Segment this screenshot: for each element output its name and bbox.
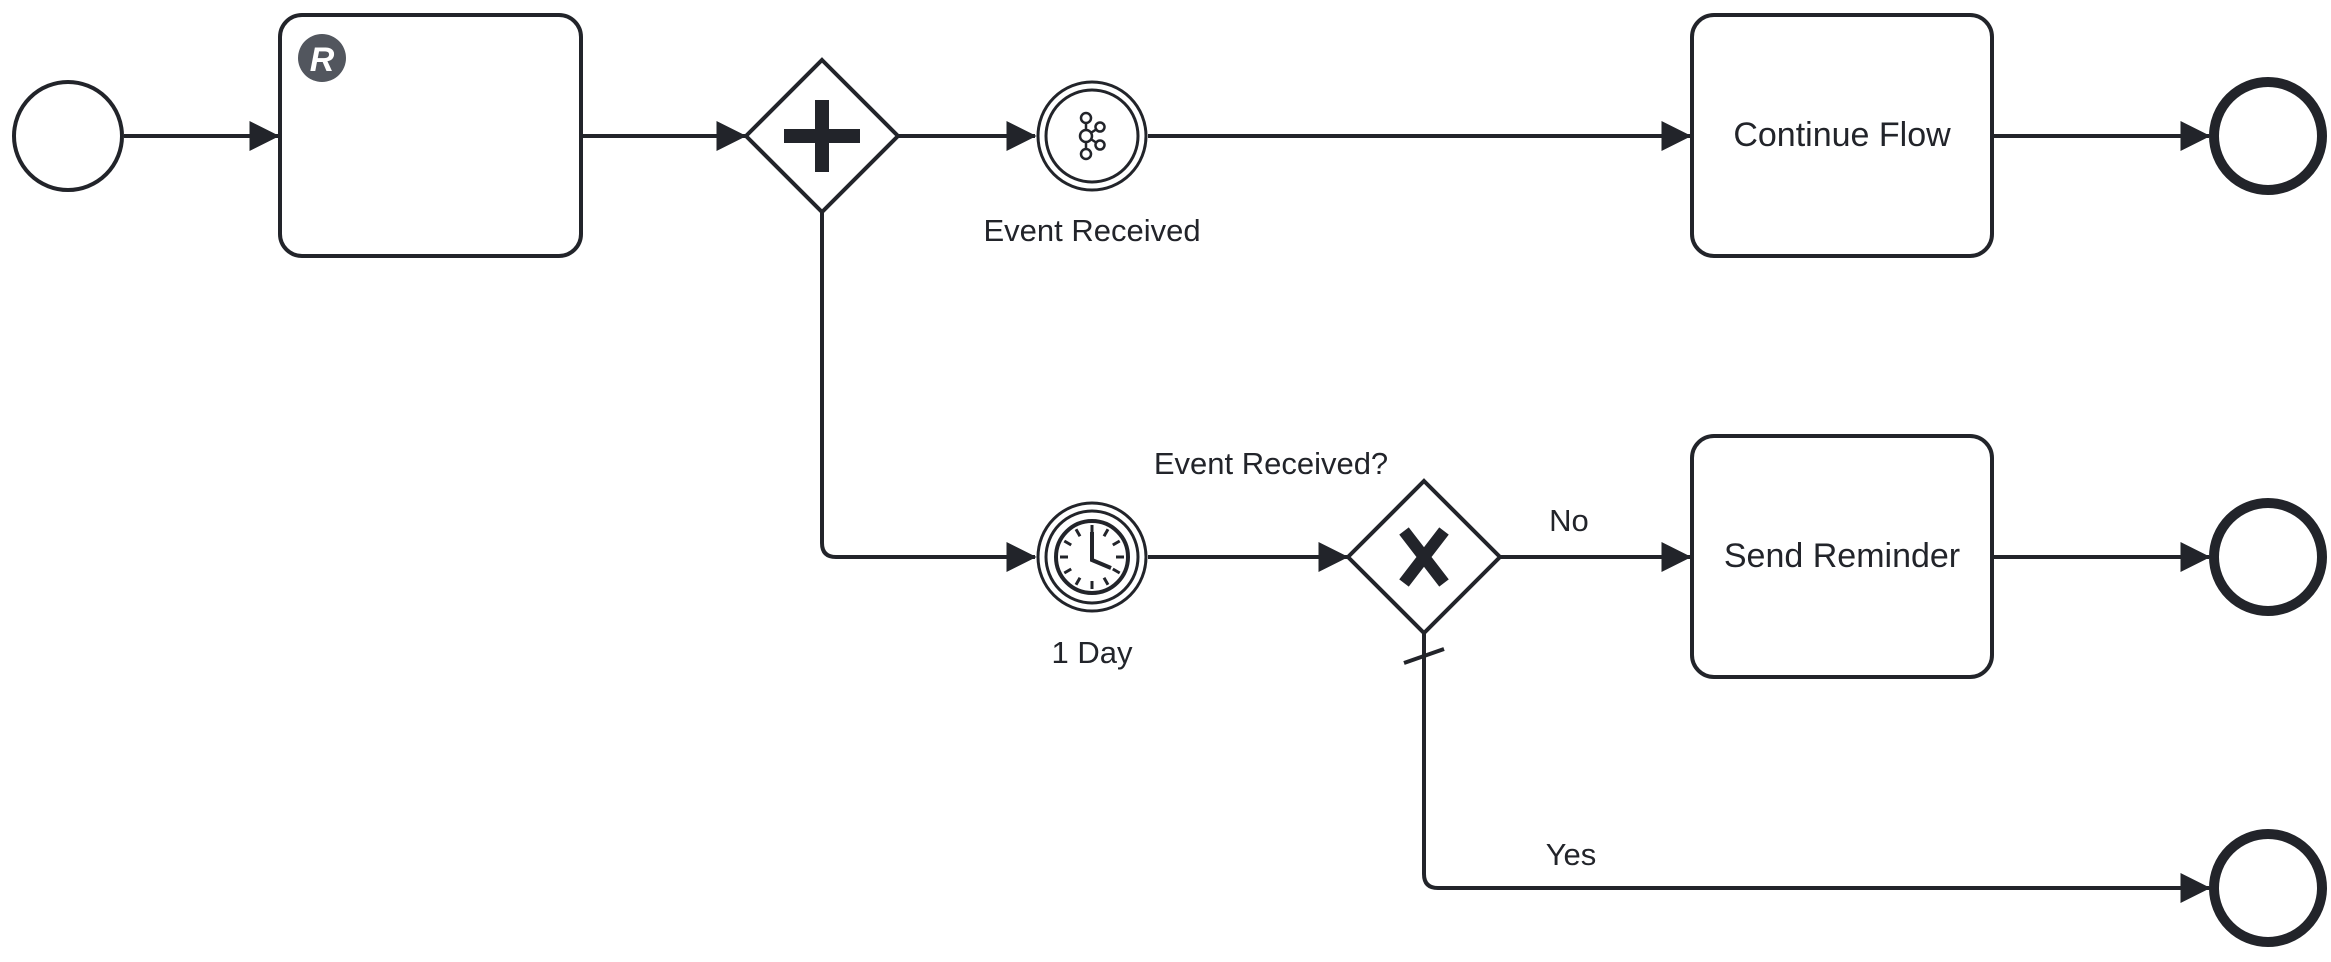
- timer-event-label: 1 Day: [1052, 635, 1133, 670]
- parallel-gateway[interactable]: [743, 57, 901, 215]
- send-reminder-task[interactable]: Send Reminder: [1690, 434, 1994, 679]
- default-flow-marker: [1403, 647, 1445, 665]
- x-icon: [1399, 527, 1449, 587]
- exclusive-gateway-label: Event Received?: [1154, 446, 1388, 481]
- start-event[interactable]: [12, 80, 124, 192]
- rpa-badge-icon: [298, 34, 346, 82]
- clock-icon: [1054, 519, 1130, 595]
- continue-flow-task[interactable]: Continue Flow: [1690, 13, 1994, 258]
- sequence-flows: [124, 121, 2211, 903]
- timer-catch-event[interactable]: [1036, 501, 1148, 613]
- plus-icon: [784, 100, 860, 172]
- flow-yes-to-end[interactable]: [1422, 633, 2211, 903]
- exclusive-gateway[interactable]: [1345, 478, 1503, 636]
- send-reminder-label: Send Reminder: [1724, 537, 1960, 575]
- kafka-message-icon: [1078, 111, 1106, 161]
- flow-label-yes: Yes: [1546, 837, 1597, 872]
- message-event-label: Event Received: [983, 213, 1200, 248]
- end-event-continue[interactable]: [2209, 77, 2327, 195]
- end-event-reminder[interactable]: [2209, 498, 2327, 616]
- message-catch-event[interactable]: [1036, 80, 1148, 192]
- rpa-badge-letter: R: [310, 41, 335, 79]
- end-event-yes[interactable]: [2209, 829, 2327, 947]
- flow-parallel-to-timer-event[interactable]: [820, 212, 1037, 572]
- continue-flow-label: Continue Flow: [1733, 116, 1951, 154]
- flow-label-no: No: [1549, 503, 1589, 538]
- rpa-task[interactable]: R: [278, 13, 583, 258]
